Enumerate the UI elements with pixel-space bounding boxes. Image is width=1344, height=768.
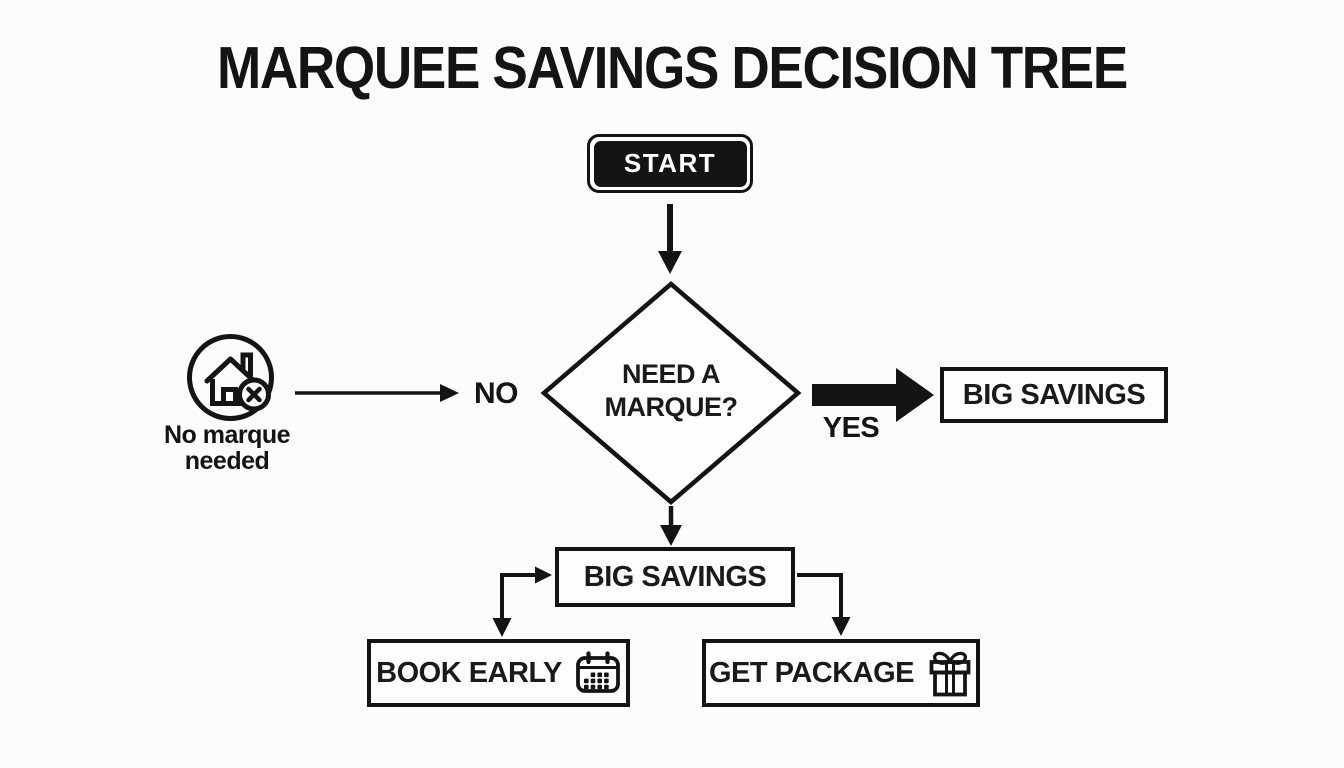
big-savings-node: BIG SAVINGS — [555, 547, 795, 607]
big-savings-outcome-node: BIG SAVINGS — [940, 367, 1168, 423]
get-package-label: GET PACKAGE — [708, 656, 915, 689]
gift-icon — [929, 651, 971, 697]
calendar-icon — [575, 651, 620, 693]
yes-branch-label: YES — [822, 412, 880, 444]
start-label: START — [623, 148, 717, 178]
savings-to-get-package-connector — [797, 573, 851, 636]
decision-diamond-shape — [540, 281, 802, 505]
start-node: START — [587, 134, 753, 193]
get-package-node: GET PACKAGE — [702, 639, 980, 707]
book-early-label: BOOK EARLY — [376, 656, 562, 689]
savings-to-book-early-connector — [492, 566, 552, 637]
decision-to-savings-arrow — [660, 506, 682, 546]
house-x-icon — [187, 334, 274, 421]
book-early-node: BOOK EARLY — [367, 639, 630, 707]
start-node-inner: START — [593, 140, 747, 187]
start-to-decision-arrow — [658, 204, 682, 274]
yes-branch-arrow — [812, 368, 934, 422]
big-savings-outcome-label: BIG SAVINGS — [962, 378, 1146, 411]
decision-question: NEED A MARQUE? — [604, 359, 739, 422]
big-savings-label: BIG SAVINGS — [583, 560, 767, 593]
no-marque-caption: No marque needed — [163, 421, 291, 476]
no-branch-label: NO — [474, 377, 519, 410]
page-title: MARQUEE SAVINGS DECISION TREE — [217, 35, 1128, 101]
no-branch-arrow — [295, 384, 459, 402]
